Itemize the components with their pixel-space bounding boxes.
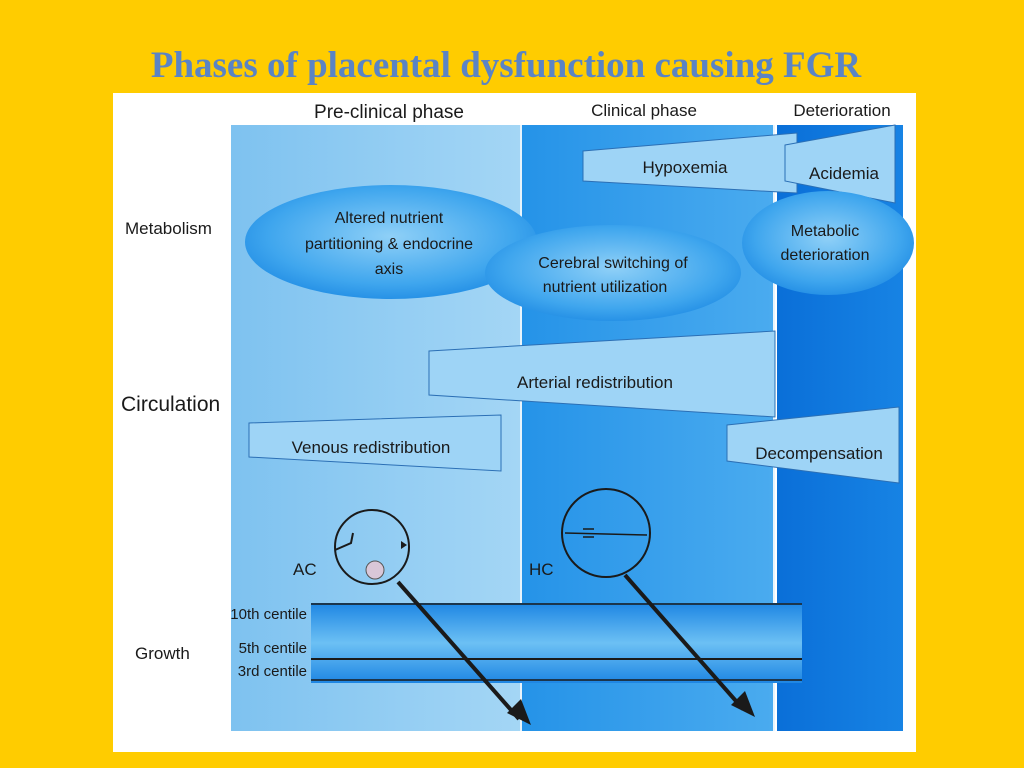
acidemia-label: Acidemia xyxy=(809,164,879,183)
metabolic-deterioration-ellipse xyxy=(742,191,914,295)
ac-circle-icon xyxy=(334,509,410,585)
phase-header-preclinical: Pre-clinical phase xyxy=(314,102,464,123)
phase-header-clinical: Clinical phase xyxy=(591,101,697,120)
ac-label: AC xyxy=(293,560,317,579)
diagram-panel: Pre-clinical phase Clinical phase Deteri… xyxy=(113,93,916,752)
cerebral-switching-ellipse xyxy=(485,225,741,321)
metabolic-deterioration-line1: Metabolic xyxy=(791,223,859,240)
hc-growth-arrow xyxy=(623,573,745,711)
hypoxemia-label: Hypoxemia xyxy=(642,158,728,177)
arterial-redistribution-label: Arterial redistribution xyxy=(517,373,673,392)
slide-title: Phases of placental dysfunction causing … xyxy=(150,45,862,86)
centile-3-label: 3rd centile xyxy=(238,663,307,680)
hc-arrow-head-icon xyxy=(731,691,755,717)
altered-nutrient-ellipse xyxy=(245,185,537,299)
arterial-redistribution-wedge xyxy=(428,330,776,418)
row-label-growth: Growth xyxy=(135,644,190,663)
venous-redistribution-wedge xyxy=(248,414,502,472)
hypoxemia-wedge xyxy=(582,132,798,194)
altered-nutrient-line2: partitioning & endocrine xyxy=(305,236,473,253)
hc-circle-icon xyxy=(561,488,651,578)
phase-header-deterioration: Deterioration xyxy=(793,101,890,120)
row-label-circulation: Circulation xyxy=(121,393,220,416)
centile-10-label: 10th centile xyxy=(230,606,307,623)
venous-redistribution-label: Venous redistribution xyxy=(292,438,451,457)
hc-label: HC xyxy=(529,560,554,579)
altered-nutrient-line3: axis xyxy=(375,261,403,278)
decompensation-label: Decompensation xyxy=(755,444,883,463)
cerebral-switching-line2: nutrient utilization xyxy=(543,279,668,296)
ac-growth-arrow xyxy=(396,580,521,721)
ac-arrow-head-icon xyxy=(507,699,531,725)
metabolic-deterioration-line2: deterioration xyxy=(781,247,870,264)
row-label-metabolism: Metabolism xyxy=(125,219,212,238)
centile-5-label: 5th centile xyxy=(239,640,307,657)
altered-nutrient-line1: Altered nutrient xyxy=(335,210,444,227)
acidemia-wedge xyxy=(784,124,896,204)
ac-stomach-icon xyxy=(365,560,385,580)
cerebral-switching-line1: Cerebral switching of xyxy=(538,255,688,272)
decompensation-wedge xyxy=(726,406,900,484)
centile-band xyxy=(311,603,802,683)
